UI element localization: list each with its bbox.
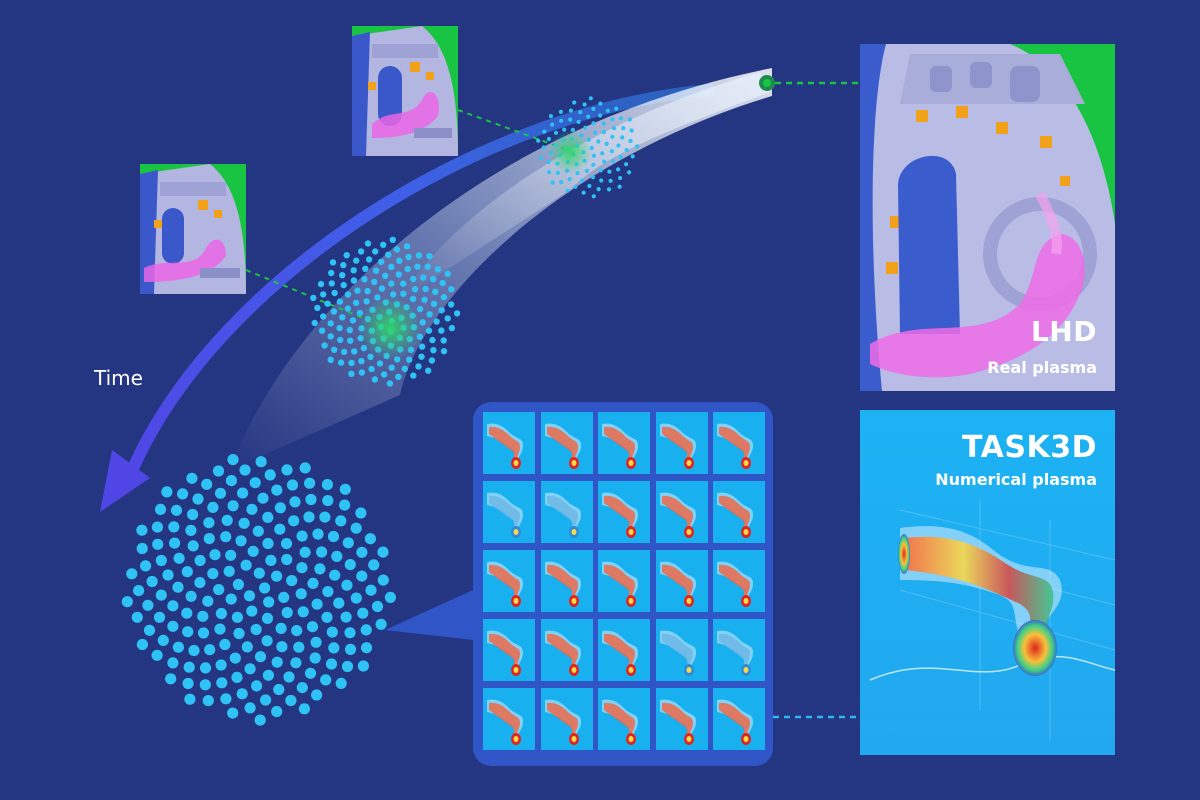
simulation-snapshot — [713, 619, 765, 681]
ensemble-cluster-large — [121, 454, 396, 726]
simulation-snapshot — [598, 688, 650, 750]
simulation-snapshot — [483, 412, 535, 474]
task3d-title: TASK3D — [962, 430, 1097, 465]
simulation-snapshot — [655, 481, 708, 543]
lhd-device-icon — [140, 164, 246, 294]
task3d-subtitle: Numerical plasma — [935, 470, 1097, 489]
simulation-snapshot — [598, 550, 650, 612]
simulation-snapshot — [540, 481, 593, 543]
beam-inner — [400, 72, 770, 300]
simulation-snapshot — [655, 412, 708, 474]
lhd-thumbnail-upper — [352, 26, 458, 156]
simulation-snapshot — [483, 550, 535, 612]
lhd-thumbnail-lower — [140, 164, 246, 294]
lhd-device-illustration — [860, 44, 1115, 391]
simulation-snapshot — [713, 412, 765, 474]
simulation-snapshot — [655, 619, 708, 681]
time-arrow-head — [100, 450, 150, 512]
simulation-snapshot — [655, 550, 708, 612]
simulation-snapshot — [655, 688, 708, 750]
simulation-snapshot — [540, 550, 593, 612]
simulation-ensemble-grid — [473, 402, 773, 766]
simulation-snapshot — [483, 688, 535, 750]
simulation-snapshot — [540, 619, 593, 681]
simulation-snapshot — [598, 412, 650, 474]
ensemble-cluster-medium — [310, 236, 461, 387]
simulation-snapshot — [483, 481, 535, 543]
simulation-snapshot — [540, 412, 593, 474]
ensemble-cluster-small — [536, 96, 640, 199]
beam-outer — [230, 68, 772, 470]
simulation-snapshot — [713, 550, 765, 612]
lhd-subtitle: Real plasma — [987, 358, 1097, 377]
lhd-title: LHD — [1030, 315, 1097, 348]
lhd-device-icon — [352, 26, 458, 156]
task3d-panel: TASK3D Numerical plasma — [860, 410, 1115, 755]
simulation-snapshot — [713, 481, 765, 543]
simulation-grid-cells — [483, 412, 765, 756]
simulation-snapshot — [713, 688, 765, 750]
simulation-snapshot — [540, 688, 593, 750]
lhd-panel: LHD Real plasma — [860, 44, 1115, 391]
simulation-snapshot — [598, 619, 650, 681]
simulation-snapshot — [483, 619, 535, 681]
simulation-snapshot — [598, 481, 650, 543]
grid-callout — [385, 590, 473, 640]
time-arrow — [122, 84, 716, 486]
numerical-plasma-illustration — [869, 500, 1115, 740]
time-label: Time — [94, 366, 143, 390]
